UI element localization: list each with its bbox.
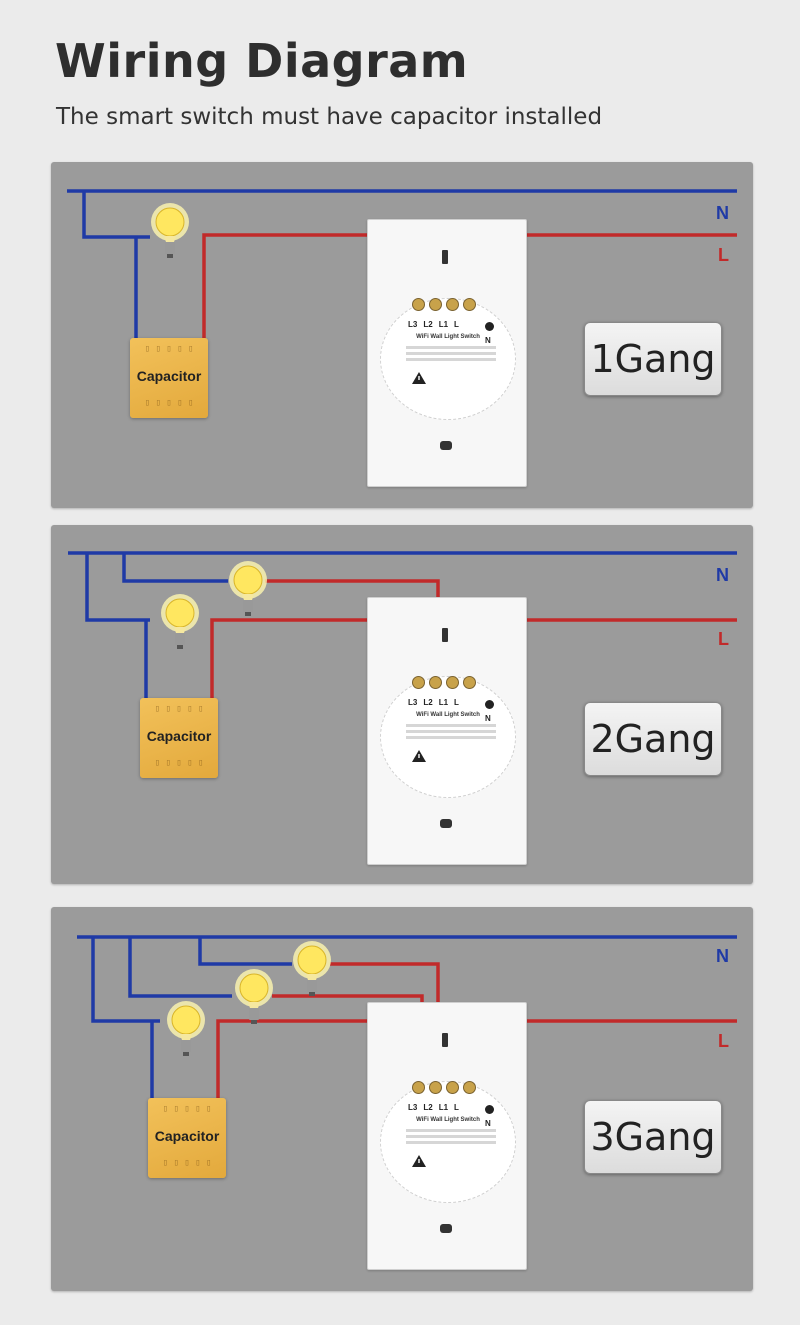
switch-slot bbox=[442, 250, 448, 264]
capacitor-marking: ▯ ▯ ▯ ▯ ▯ bbox=[144, 344, 194, 354]
terminal-row bbox=[412, 1081, 476, 1094]
capacitor-marking: ▯ ▯ ▯ ▯ ▯ bbox=[154, 758, 204, 768]
terminal-neutral-dot bbox=[485, 1105, 494, 1114]
capacitor-label: Capacitor bbox=[154, 1128, 220, 1144]
gang-badge-1gang: 1Gang bbox=[584, 322, 722, 396]
neutral-label: N bbox=[716, 565, 729, 585]
gang-badge-3gang: 3Gang bbox=[584, 1100, 722, 1174]
live-label: L bbox=[718, 1031, 729, 1051]
switch-model: WiFi Wall Light Switch bbox=[416, 712, 480, 718]
page-title: Wiring Diagram bbox=[55, 34, 469, 88]
neutral-label: N bbox=[716, 946, 729, 966]
capacitor-marking: ▯ ▯ ▯ ▯ ▯ bbox=[154, 704, 204, 714]
light-bulb-icon bbox=[161, 594, 199, 649]
switch-slot bbox=[442, 1033, 448, 1047]
switch-slot bbox=[440, 1224, 452, 1233]
capacitor-marking: ▯ ▯ ▯ ▯ ▯ bbox=[162, 1158, 212, 1168]
capacitor-icon: ▯ ▯ ▯ ▯ ▯ Capacitor ▯ ▯ ▯ ▯ ▯ bbox=[140, 698, 218, 778]
live-label: L bbox=[718, 245, 729, 265]
light-bulb-icon bbox=[235, 969, 273, 1024]
terminal-n-label: N bbox=[485, 1119, 491, 1128]
terminal-n-label: N bbox=[485, 336, 491, 345]
warning-icon bbox=[412, 1155, 426, 1167]
switch-slot bbox=[440, 441, 452, 450]
capacitor-label: Capacitor bbox=[146, 728, 212, 744]
capacitor-marking: ▯ ▯ ▯ ▯ ▯ bbox=[162, 1104, 212, 1114]
light-bulb-icon bbox=[167, 1001, 205, 1056]
terminal-row bbox=[412, 298, 476, 311]
terminal-row bbox=[412, 676, 476, 689]
terminal-neutral-dot bbox=[485, 700, 494, 709]
switch-slot bbox=[440, 819, 452, 828]
light-bulb-icon bbox=[151, 203, 189, 258]
terminal-n-label: N bbox=[485, 714, 491, 723]
light-bulb-icon bbox=[293, 941, 331, 996]
neutral-label: N bbox=[716, 203, 729, 223]
gang-badge-2gang: 2Gang bbox=[584, 702, 722, 776]
warning-icon bbox=[412, 372, 426, 384]
switch-model: WiFi Wall Light Switch bbox=[416, 1117, 480, 1123]
light-bulb-icon bbox=[229, 561, 267, 616]
capacitor-icon: ▯ ▯ ▯ ▯ ▯ Capacitor ▯ ▯ ▯ ▯ ▯ bbox=[148, 1098, 226, 1178]
terminal-neutral-dot bbox=[485, 322, 494, 331]
page-subtitle: The smart switch must have capacitor ins… bbox=[56, 104, 603, 130]
capacitor-label: Capacitor bbox=[136, 368, 202, 384]
capacitor-icon: ▯ ▯ ▯ ▯ ▯ Capacitor ▯ ▯ ▯ ▯ ▯ bbox=[130, 338, 208, 418]
switch-slot bbox=[442, 628, 448, 642]
warning-icon bbox=[412, 750, 426, 762]
capacitor-marking: ▯ ▯ ▯ ▯ ▯ bbox=[144, 398, 194, 408]
switch-model: WiFi Wall Light Switch bbox=[416, 334, 480, 340]
live-label: L bbox=[718, 629, 729, 649]
